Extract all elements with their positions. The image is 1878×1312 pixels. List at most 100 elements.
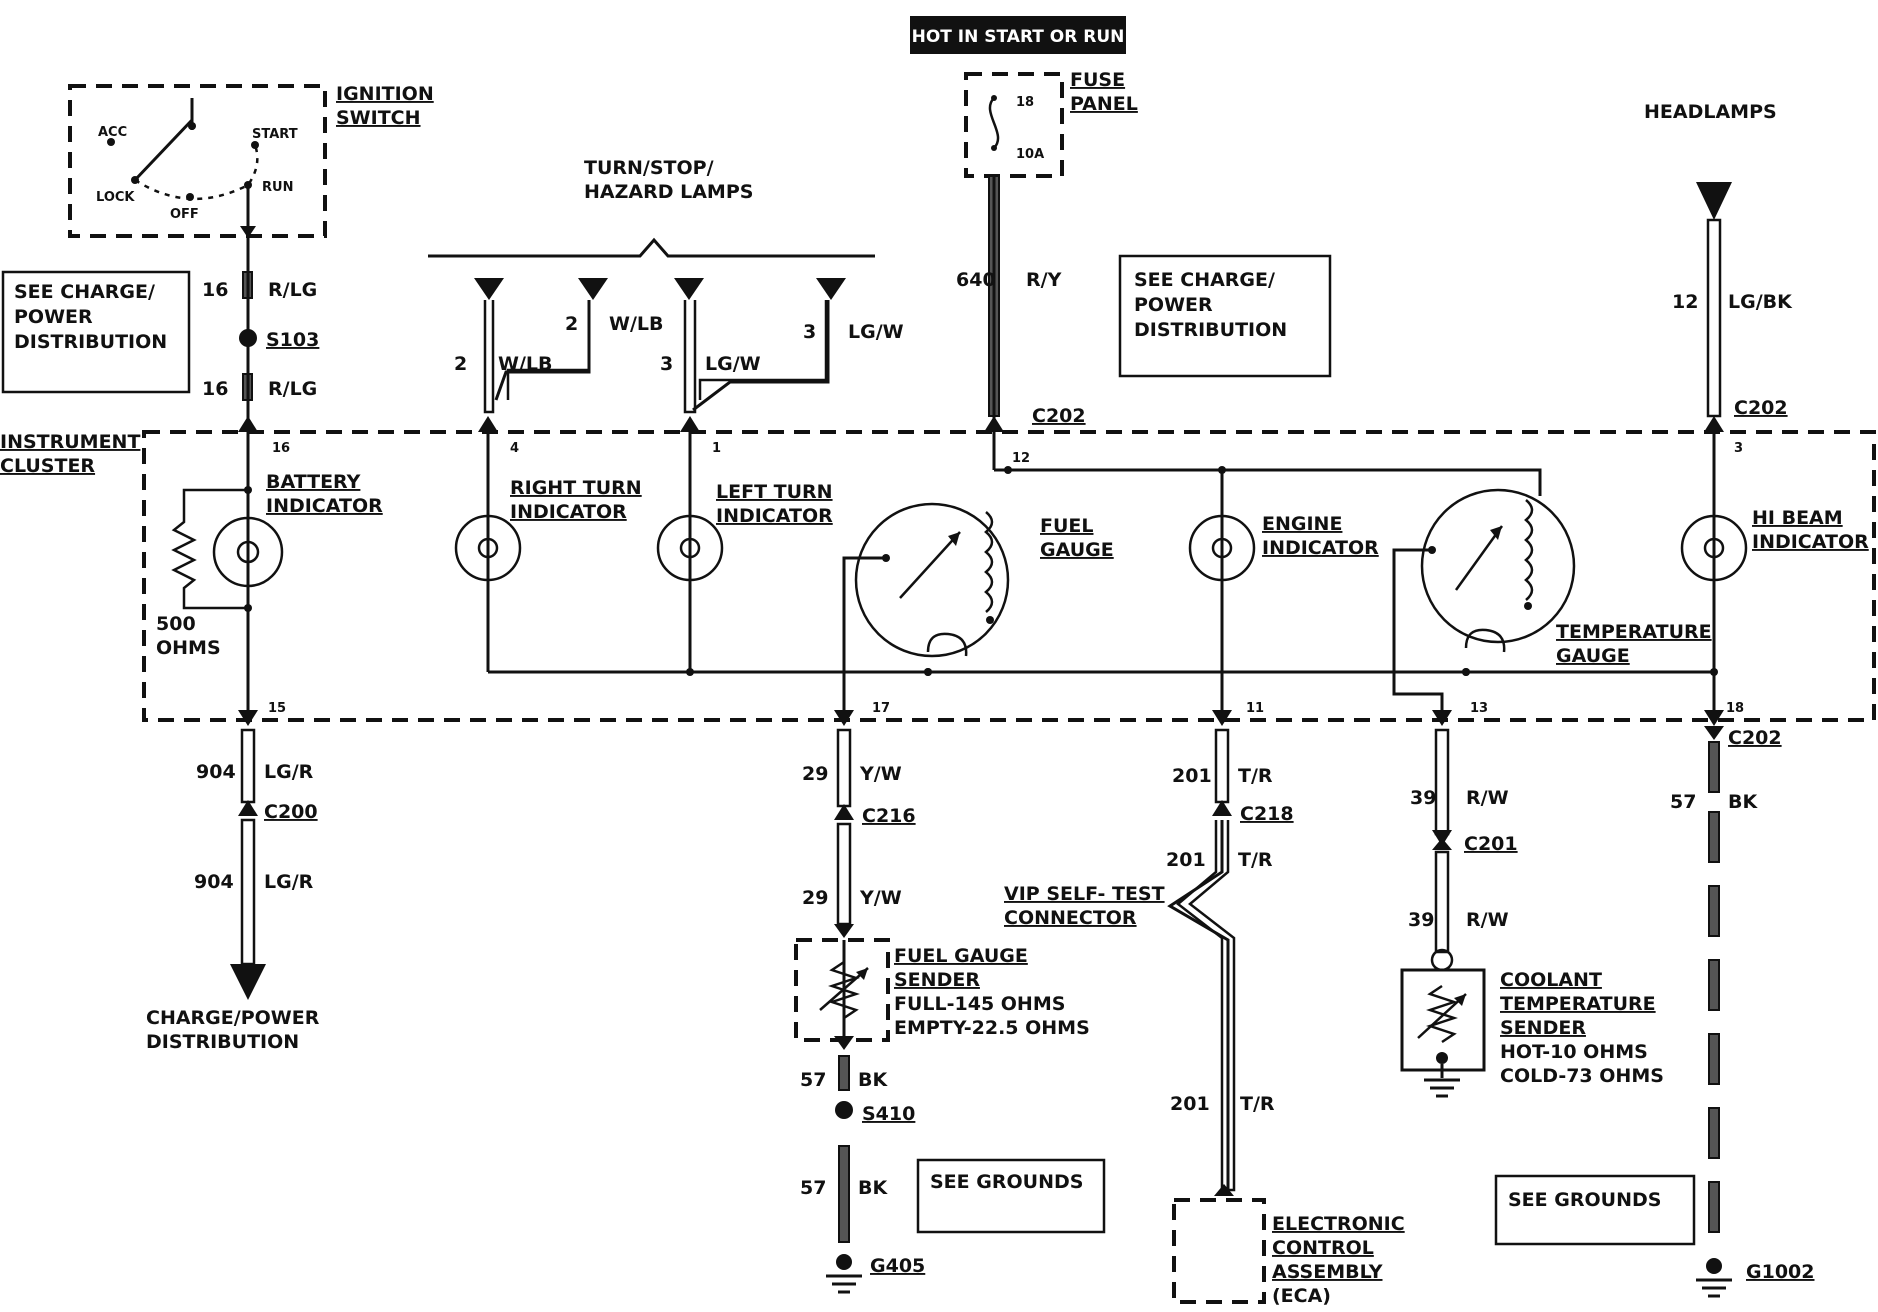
see-charge-box-left: SEE CHARGE/ POWER DISTRIBUTION — [1, 270, 191, 394]
svg-text:TEMPERATURE: TEMPERATURE — [1556, 621, 1712, 643]
svg-text:TURN/STOP/: TURN/STOP/ — [584, 157, 714, 179]
svg-text:16: 16 — [202, 279, 228, 301]
see-charge-box-center: SEE CHARGE/ POWER DISTRIBUTION — [1118, 254, 1332, 378]
svg-text:SWITCH: SWITCH — [336, 107, 421, 129]
svg-text:C218: C218 — [1240, 803, 1294, 825]
svg-text:T/R: T/R — [1240, 1093, 1275, 1115]
svg-text:R/W: R/W — [1466, 787, 1509, 809]
svg-text:FUEL GAUGE: FUEL GAUGE — [894, 945, 1028, 967]
hi-beam-ground: C202 57 BK G1002 — [1670, 726, 1814, 1298]
svg-text:HAZARD LAMPS: HAZARD LAMPS — [584, 181, 753, 203]
svg-text:ACC: ACC — [98, 125, 127, 140]
svg-text:ELECTRONIC: ELECTRONIC — [1272, 1213, 1405, 1235]
svg-text:15: 15 — [268, 701, 286, 716]
svg-text:DISTRIBUTION: DISTRIBUTION — [146, 1031, 299, 1053]
svg-text:R/LG: R/LG — [268, 279, 317, 301]
svg-text:29: 29 — [802, 763, 828, 785]
headlamps-feed: HEADLAMPS 12 LG/BK C202 — [1644, 101, 1793, 419]
svg-text:201: 201 — [1166, 849, 1206, 871]
svg-text:LG/BK: LG/BK — [1728, 291, 1793, 313]
svg-text:904: 904 — [196, 761, 236, 783]
svg-text:LOCK: LOCK — [96, 190, 135, 205]
svg-text:LG/R: LG/R — [264, 761, 314, 783]
svg-text:(ECA): (ECA) — [1272, 1285, 1331, 1307]
svg-text:COOLANT: COOLANT — [1500, 969, 1602, 991]
svg-text:LEFT TURN: LEFT TURN — [716, 481, 833, 503]
svg-text:HOT-10 OHMS: HOT-10 OHMS — [1500, 1041, 1648, 1063]
svg-text:SENDER: SENDER — [894, 969, 980, 991]
svg-text:C200: C200 — [264, 801, 318, 823]
svg-text:500: 500 — [156, 613, 196, 635]
svg-text:CONNECTOR: CONNECTOR — [1004, 907, 1137, 929]
svg-text:Y/W: Y/W — [859, 887, 902, 909]
svg-text:201: 201 — [1170, 1093, 1210, 1115]
svg-text:16: 16 — [272, 441, 290, 456]
svg-text:S103: S103 — [266, 329, 319, 351]
see-grounds-box-left: SEE GROUNDS — [916, 1158, 1106, 1234]
svg-text:INDICATOR: INDICATOR — [266, 495, 383, 517]
svg-text:RIGHT TURN: RIGHT TURN — [510, 477, 642, 499]
svg-text:C202: C202 — [1734, 397, 1788, 419]
svg-text:INDICATOR: INDICATOR — [716, 505, 833, 527]
svg-text:SEE CHARGE/: SEE CHARGE/ — [14, 281, 155, 303]
svg-text:16: 16 — [202, 378, 228, 400]
instrument-cluster: INSTRUMENT CLUSTER 16 4 1 12 3 BATTERY I… — [0, 416, 1876, 726]
svg-text:GAUGE: GAUGE — [1040, 539, 1114, 561]
svg-text:COLD-73 OHMS: COLD-73 OHMS — [1500, 1065, 1664, 1087]
svg-text:POWER: POWER — [1134, 294, 1213, 316]
svg-text:OHMS: OHMS — [156, 637, 221, 659]
turn-stop-hazard-lamps: TURN/STOP/ HAZARD LAMPS 2 W/LB 2 W/LB 3 … — [428, 157, 904, 414]
svg-text:57: 57 — [800, 1069, 826, 1091]
hot-banner-box — [910, 16, 1126, 54]
fuel-sender-branch: 29 Y/W C216 29 Y/W FUEL GAUGE SENDER FUL… — [794, 728, 1090, 1294]
svg-text:4: 4 — [510, 441, 519, 456]
svg-text:IGNITION: IGNITION — [336, 83, 434, 105]
svg-text:GAUGE: GAUGE — [1556, 645, 1630, 667]
eca-branch: 201 T/R C218 201 T/R VIP SELF- TEST CONN… — [1004, 728, 1405, 1307]
svg-text:VIP SELF- TEST: VIP SELF- TEST — [1004, 883, 1165, 905]
svg-text:10A: 10A — [1016, 147, 1044, 162]
svg-text:RUN: RUN — [262, 180, 293, 195]
svg-text:LG/R: LG/R — [264, 871, 314, 893]
svg-text:SEE GROUNDS: SEE GROUNDS — [1508, 1189, 1661, 1211]
svg-text:BK: BK — [1728, 791, 1758, 813]
svg-text:TEMPERATURE: TEMPERATURE — [1500, 993, 1656, 1015]
svg-text:T/R: T/R — [1238, 849, 1273, 871]
svg-text:G405: G405 — [870, 1255, 925, 1277]
svg-text:INDICATOR: INDICATOR — [1752, 531, 1869, 553]
svg-text:ENGINE: ENGINE — [1262, 513, 1342, 535]
svg-text:11: 11 — [1246, 701, 1264, 716]
svg-text:13: 13 — [1470, 701, 1488, 716]
svg-text:C216: C216 — [862, 805, 916, 827]
svg-text:1: 1 — [712, 441, 721, 456]
svg-text:3: 3 — [803, 321, 816, 343]
ignition-feed-wire: 16 R/LG S103 16 R/LG — [202, 238, 319, 432]
svg-text:INSTRUMENT: INSTRUMENT — [0, 431, 140, 453]
svg-text:DISTRIBUTION: DISTRIBUTION — [1134, 319, 1287, 341]
svg-text:SEE CHARGE/: SEE CHARGE/ — [1134, 269, 1275, 291]
svg-text:Y/W: Y/W — [859, 763, 902, 785]
svg-text:POWER: POWER — [14, 306, 93, 328]
svg-text:R/LG: R/LG — [268, 378, 317, 400]
battery-output-wire: 904 LG/R C200 904 LG/R SEE CHARGE/ CHARG… — [146, 728, 320, 1053]
svg-text:904: 904 — [194, 871, 234, 893]
svg-text:OFF: OFF — [170, 207, 199, 222]
svg-text:FUEL: FUEL — [1040, 515, 1094, 537]
svg-text:T/R: T/R — [1238, 765, 1273, 787]
svg-text:G1002: G1002 — [1746, 1261, 1814, 1283]
svg-text:17: 17 — [872, 701, 890, 716]
svg-text:R/Y: R/Y — [1026, 269, 1062, 291]
svg-text:12: 12 — [1012, 451, 1030, 466]
see-grounds-box-right: SEE GROUNDS — [1494, 1174, 1696, 1246]
svg-text:3: 3 — [1734, 441, 1743, 456]
svg-text:CONTROL: CONTROL — [1272, 1237, 1374, 1259]
svg-text:SENDER: SENDER — [1500, 1017, 1586, 1039]
svg-text:640: 640 — [956, 269, 996, 291]
svg-text:C201: C201 — [1464, 833, 1518, 855]
svg-text:S410: S410 — [862, 1103, 915, 1125]
coolant-sender-branch: 39 R/W C201 39 R/W COOLANT TEMPERATURE S… — [1400, 728, 1664, 1098]
svg-text:2: 2 — [565, 313, 578, 335]
svg-text:W/LB: W/LB — [498, 353, 553, 375]
svg-text:PANEL: PANEL — [1070, 93, 1138, 115]
